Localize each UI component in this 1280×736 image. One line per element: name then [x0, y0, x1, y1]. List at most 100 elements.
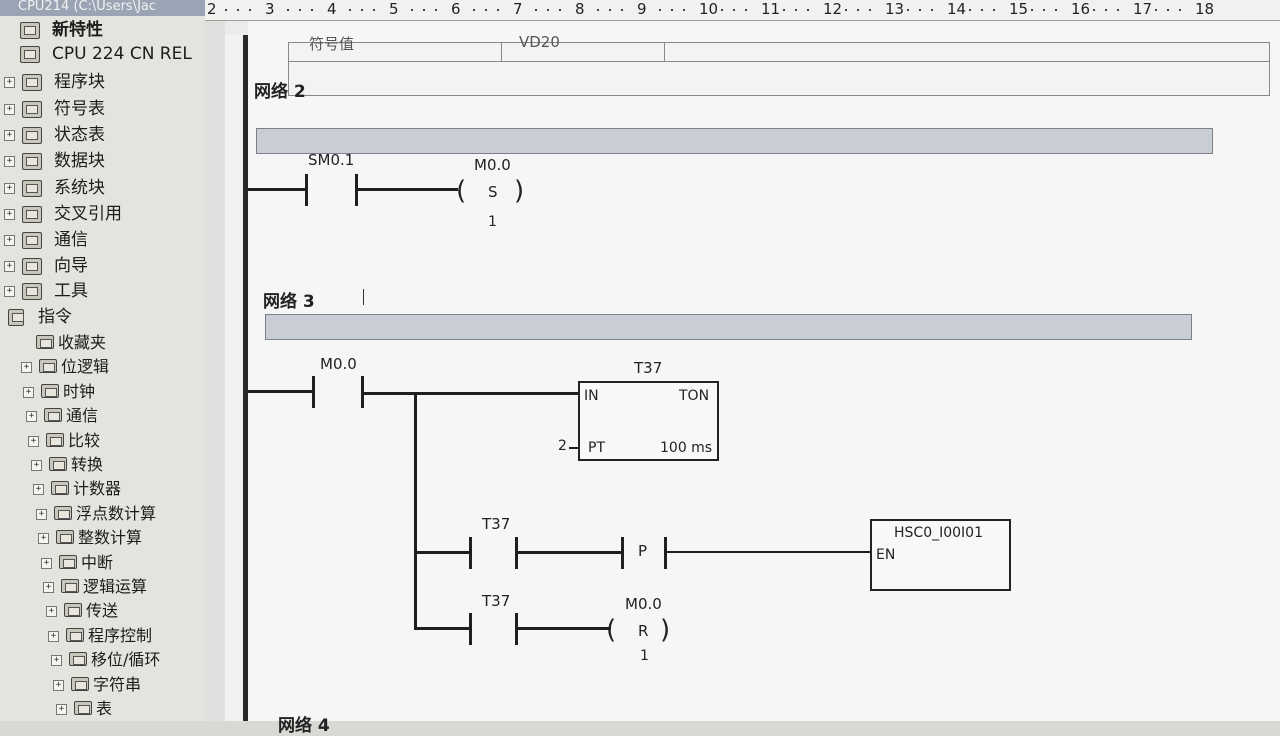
contact-right-bar: [515, 613, 518, 645]
edge-left-bar: [621, 537, 624, 569]
ruler-dot: [659, 9, 661, 11]
ruler-dot: [559, 9, 561, 11]
ruler-tick: 15: [1009, 0, 1029, 18]
expander-icon[interactable]: +: [53, 680, 64, 691]
expander-icon[interactable]: +: [28, 436, 39, 447]
timer-pt-label: PT: [588, 440, 605, 456]
ruler-dot: [981, 9, 983, 11]
expander-icon[interactable]: +: [4, 130, 15, 141]
coil-right-paren: ): [660, 615, 671, 645]
favorites-icon: [36, 335, 54, 349]
contact-right-bar: [361, 376, 364, 408]
wire: [248, 390, 312, 393]
edge-right-bar: [664, 537, 667, 569]
ruler-dot: [311, 9, 313, 11]
expander-icon[interactable]: +: [43, 582, 54, 593]
ruler-dot: [299, 9, 301, 11]
branch-wire: [414, 392, 417, 630]
timer-pt-value[interactable]: 2: [558, 438, 567, 454]
timer-ton-box[interactable]: IN TON PT 100 ms: [578, 381, 719, 461]
coil-address[interactable]: M0.0: [625, 595, 662, 613]
expander-icon[interactable]: +: [4, 286, 15, 297]
subroutine-en-label: EN: [876, 547, 896, 563]
network-2-title[interactable]: 网络 2: [254, 82, 306, 102]
tree-item-label: CPU 224 CN REL: [52, 44, 192, 64]
ruler-dot: [1155, 9, 1157, 11]
expander-icon[interactable]: +: [38, 533, 49, 544]
contact-address[interactable]: SM0.1: [308, 151, 355, 169]
tree-item-label: 向导: [54, 256, 88, 276]
expander-icon[interactable]: +: [4, 261, 15, 272]
contact-address[interactable]: T37: [482, 592, 511, 610]
ruler-dot: [857, 9, 859, 11]
ruler-tick: 17: [1133, 0, 1153, 18]
contact-left-bar: [312, 376, 315, 408]
expander-icon[interactable]: +: [41, 558, 52, 569]
coil-count[interactable]: 1: [640, 648, 649, 664]
tree-item-label: 收藏夹: [58, 333, 107, 352]
ruler-dot: [1179, 9, 1181, 11]
ruler-dot: [721, 9, 723, 11]
coil-count[interactable]: 1: [488, 214, 497, 230]
tree-item-label: 表: [96, 699, 113, 718]
ruler-dot: [745, 9, 747, 11]
expander-icon[interactable]: +: [56, 704, 67, 715]
contact-address[interactable]: T37: [482, 515, 511, 533]
ruler-dot: [423, 9, 425, 11]
help-icon: [20, 22, 40, 39]
ruler-tick: 8: [575, 0, 585, 18]
expander-icon[interactable]: +: [31, 460, 42, 471]
expander-icon[interactable]: +: [48, 631, 59, 642]
expander-icon[interactable]: +: [46, 606, 57, 617]
positive-edge-label[interactable]: P: [638, 542, 648, 560]
expander-icon[interactable]: +: [23, 387, 34, 398]
expander-icon[interactable]: +: [26, 411, 37, 422]
ruler-dot: [349, 9, 351, 11]
network-2-comment[interactable]: [256, 128, 1213, 154]
ruler-tick: 3: [265, 0, 275, 18]
ruler-dot: [597, 9, 599, 11]
expander-icon[interactable]: +: [21, 362, 32, 373]
coil-address[interactable]: M0.0: [474, 156, 511, 174]
ruler-tick: 6: [451, 0, 461, 18]
tree-item-label: 通信: [66, 406, 99, 425]
expander-icon[interactable]: +: [4, 183, 15, 194]
network-3-title[interactable]: 网络 3: [263, 292, 315, 312]
expander-icon[interactable]: +: [4, 156, 15, 167]
folder-icon: [54, 506, 72, 520]
ruler-dot: [807, 9, 809, 11]
timer-name[interactable]: T37: [634, 359, 663, 377]
ruler-dot: [919, 9, 921, 11]
wire: [518, 627, 611, 630]
expander-icon[interactable]: +: [4, 104, 15, 115]
folder-icon: [41, 384, 59, 398]
table-divider: [501, 43, 502, 61]
ruler-dot: [969, 9, 971, 11]
ruler-dot: [1093, 9, 1095, 11]
tree-item-label: 传送: [86, 601, 119, 620]
folder-icon: [46, 433, 64, 447]
expander-icon[interactable]: +: [4, 235, 15, 246]
tools-icon: [22, 283, 42, 300]
cpu-icon: [20, 46, 40, 63]
ladder-canvas[interactable]: 符号值 VD20 网络 2 SM0.1 ( S ) M0.0 1 网络 3 M0…: [248, 21, 1280, 736]
ruler-dot: [1031, 9, 1033, 11]
expander-icon[interactable]: +: [4, 77, 15, 88]
expander-icon[interactable]: +: [4, 209, 15, 220]
wire: [248, 188, 305, 191]
network-4-title[interactable]: 网络 4: [278, 716, 330, 736]
expander-icon[interactable]: +: [51, 655, 62, 666]
network-3-comment[interactable]: [265, 314, 1192, 340]
contact-address[interactable]: M0.0: [320, 355, 357, 373]
expander-icon[interactable]: +: [33, 484, 44, 495]
ruler-tick: 14: [947, 0, 967, 18]
wire: [667, 551, 871, 553]
tree-item-label: 数据块: [54, 151, 105, 171]
ruler-dot: [795, 9, 797, 11]
contact-right-bar: [515, 537, 518, 569]
subroutine-call-box[interactable]: HSC0_I00I01 EN: [870, 519, 1011, 591]
wire: [518, 551, 621, 554]
folder-icon: [22, 153, 42, 170]
folder-icon: [61, 579, 79, 593]
expander-icon[interactable]: +: [36, 509, 47, 520]
